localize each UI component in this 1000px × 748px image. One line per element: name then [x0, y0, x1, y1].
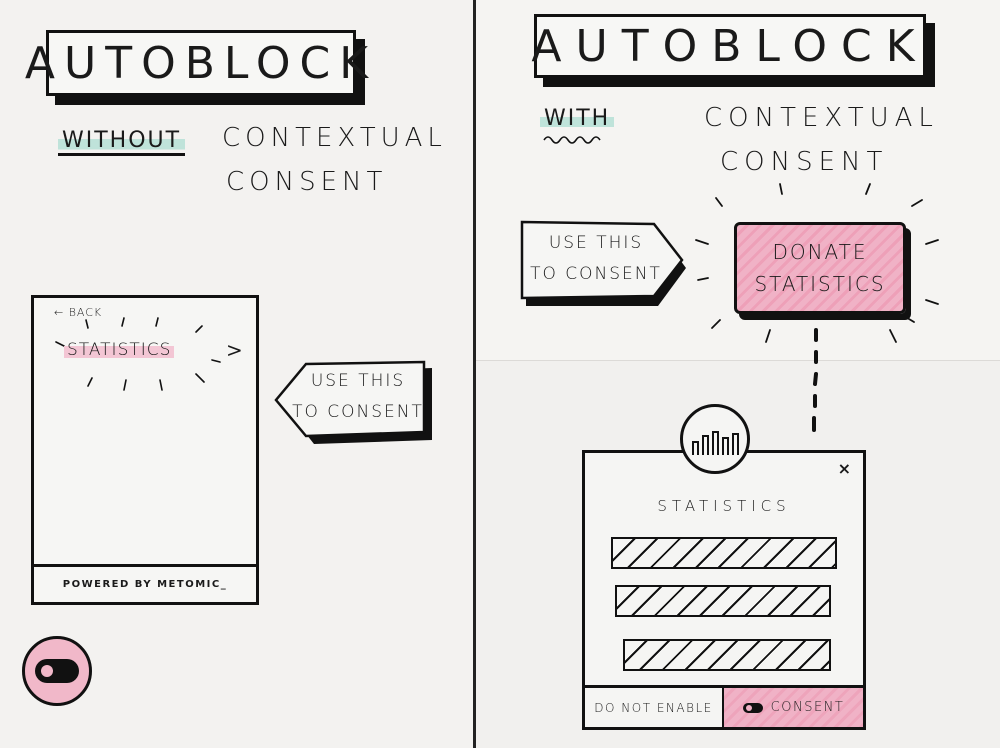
right-subtitle: CONTEXTUAL CONSENT	[704, 96, 939, 184]
bar-chart-column	[731, 433, 739, 455]
chevron-right-icon[interactable]: >	[226, 338, 243, 362]
callout-arrow-left-icon	[274, 360, 432, 444]
bar-chart-column	[701, 435, 709, 455]
toggle-icon	[35, 659, 79, 683]
right-callout-line2: TO CONSENT	[530, 264, 662, 284]
left-subtitle-line2: CONSENT	[226, 167, 388, 197]
callout-arrow-right-icon	[520, 220, 686, 306]
placeholder-text-bar	[615, 585, 831, 617]
phone-mockup: ← BACK STATISTICS > POWERED BY METOMIC_	[31, 295, 259, 605]
consent-modal: × STATISTICS DO NOT ENABLE CONSENT	[582, 450, 866, 730]
consent-button[interactable]: CONSENT	[724, 688, 863, 727]
left-callout: USE THIS TO CONSENT	[274, 360, 434, 444]
menu-item-statistics[interactable]: STATISTICS	[64, 340, 175, 360]
donate-statistics-button[interactable]: DONATE STATISTICS	[734, 222, 906, 314]
right-subtitle-line2: CONSENT	[720, 147, 889, 177]
consent-widget-button[interactable]	[22, 636, 92, 706]
left-subtitle-line1: CONTEXTUAL	[222, 123, 447, 153]
right-callout-line1: USE THIS	[548, 233, 644, 253]
do-not-enable-label: DO NOT ENABLE	[594, 700, 713, 715]
placeholder-text-bar	[611, 537, 837, 569]
consent-label: CONSENT	[770, 700, 845, 715]
modal-footer: DO NOT ENABLE CONSENT	[585, 685, 863, 727]
back-link[interactable]: ← BACK	[54, 306, 103, 319]
left-callout-line1: USE THIS	[310, 371, 406, 391]
bar-chart-icon	[680, 404, 750, 474]
bar-chart-column	[711, 431, 719, 455]
right-title: AUTOBLOCK	[531, 14, 926, 78]
left-title: AUTOBLOCK	[25, 30, 368, 96]
donate-line2: STATISTICS	[754, 272, 886, 296]
placeholder-text-bar	[623, 639, 831, 671]
with-tag: WITH	[540, 106, 615, 131]
bar-chart-column	[691, 441, 699, 455]
squiggle-underline-icon	[543, 136, 601, 144]
toggle-icon	[742, 702, 763, 713]
sparkle-lines-icon	[55, 317, 221, 391]
left-callout-line2: TO CONSENT	[292, 402, 424, 422]
without-tag: WITHOUT	[58, 128, 186, 156]
do-not-enable-button[interactable]: DO NOT ENABLE	[585, 688, 724, 727]
powered-by-footer: POWERED BY METOMIC_	[34, 564, 256, 602]
bar-chart-column	[721, 437, 729, 455]
modal-title: STATISTICS	[657, 497, 791, 515]
right-subtitle-line1: CONTEXTUAL	[704, 103, 939, 133]
right-callout: USE THIS TO CONSENT	[518, 220, 690, 310]
close-icon[interactable]: ×	[837, 459, 851, 478]
sheet-divider	[473, 0, 476, 748]
dotted-connector	[812, 328, 818, 432]
left-subtitle: CONTEXTUAL CONSENT	[222, 116, 447, 204]
donate-line1: DONATE	[772, 240, 868, 264]
